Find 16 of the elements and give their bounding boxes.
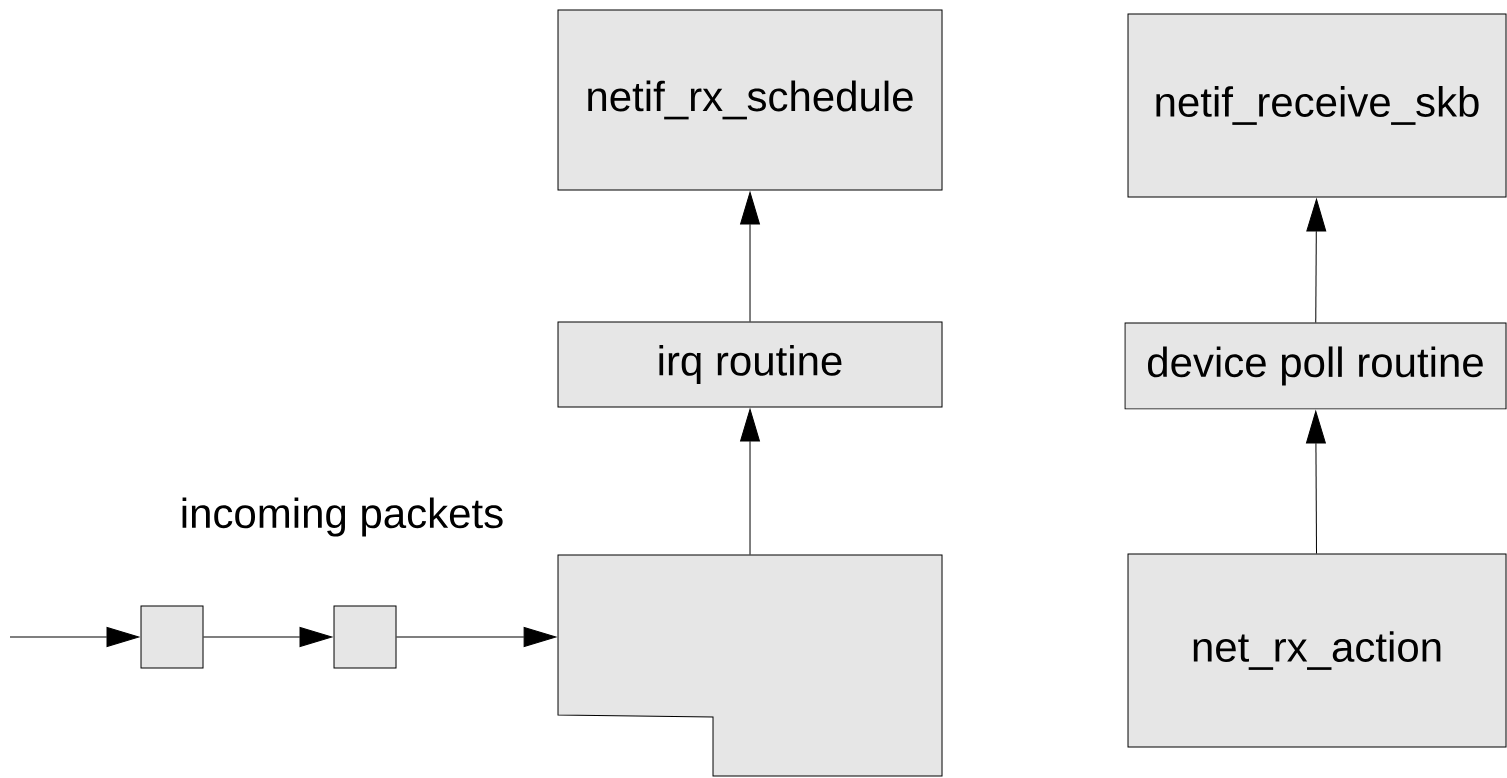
routine-box: irq routine bbox=[557, 321, 943, 408]
routine-box: device poll routine bbox=[1124, 322, 1507, 410]
function-box: net_rx_action bbox=[1127, 553, 1507, 748]
function-box: netif_receive_skb bbox=[1127, 13, 1507, 198]
function-box: netif_rx_schedule bbox=[557, 9, 943, 191]
arrow bbox=[740, 191, 760, 322]
packet-square bbox=[333, 605, 397, 669]
packet-square bbox=[140, 605, 204, 669]
device-box bbox=[557, 554, 943, 777]
arrow bbox=[740, 408, 760, 556]
arrow bbox=[9, 627, 140, 647]
arrow bbox=[1306, 198, 1327, 323]
arrow bbox=[1305, 410, 1326, 554]
arrow bbox=[396, 627, 557, 647]
arrow bbox=[203, 627, 333, 647]
caption-text: incoming packets bbox=[182, 497, 503, 537]
